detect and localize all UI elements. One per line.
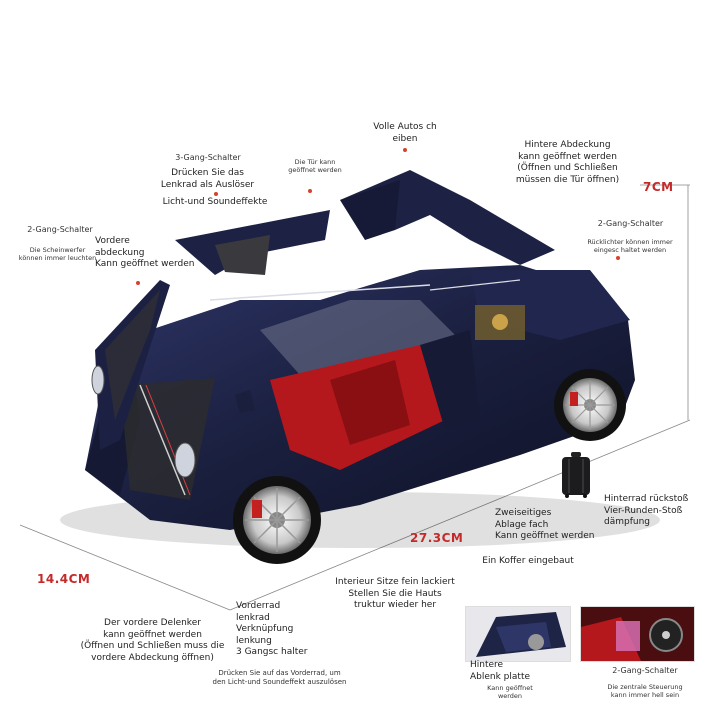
label-storage: Zweiseitiges Ablage fach Kann geöffnet w… bbox=[495, 508, 595, 541]
marker-dot bbox=[403, 148, 407, 152]
length-dimension: 27.3CM bbox=[410, 531, 464, 545]
marker-dot bbox=[136, 281, 140, 285]
label-front-cover: Vordere abdeckung Kann geöffnet werden bbox=[95, 236, 195, 269]
marker-dot bbox=[616, 256, 620, 260]
label-gear2-bottom-desc: Die zentrale Steuerung kann immer hell s… bbox=[607, 683, 683, 699]
label-gear2-left-desc: Die Scheinwerfer können immer leuchten bbox=[18, 246, 97, 262]
inset-center-console bbox=[580, 606, 695, 662]
inset-rear-deflector bbox=[465, 606, 571, 662]
width-dimension: 14.4CM bbox=[37, 572, 91, 586]
label-rear-wheel: Hinterrad rückstoß Vier-Runden-Stoß dämp… bbox=[604, 494, 689, 527]
marker-dot bbox=[308, 189, 312, 193]
label-front-steer: Der vordere Delenker kann geöffnet werde… bbox=[80, 618, 225, 663]
label-rear-deflector-desc: Kann geöffnet werden bbox=[487, 684, 533, 700]
label-gear3-top-title: 3-Gang-Schalter bbox=[175, 153, 241, 162]
label-suitcase: Ein Koffer eingebaut bbox=[482, 556, 574, 566]
label-front-wheel: Vorderrad lenkrad Verknüpfung lenkung 3 … bbox=[236, 601, 308, 657]
suitcase-icon bbox=[562, 452, 590, 498]
label-gear2-right-desc: Rücklichter können immer eingesc haltet … bbox=[587, 238, 673, 254]
label-door-open: Die Tür kann geöffnet werden bbox=[288, 158, 342, 174]
label-gear2-left-title: 2-Gang-Schalter bbox=[27, 225, 93, 234]
label-gear3-top-desc: Drücken Sie das Lenkrad als Auslöser bbox=[160, 168, 255, 190]
label-interior: Interieur Sitze fein lackiert Stellen Si… bbox=[335, 577, 455, 610]
label-gear2-bottom-title: 2-Gang-Schalter bbox=[612, 666, 678, 675]
label-rear-cover: Hintere Abdeckung kann geöffnet werden (… bbox=[515, 140, 620, 185]
label-doors: Volle Autos ch eiben bbox=[373, 122, 437, 144]
label-gear2-right-title: 2-Gang-Schalter bbox=[597, 219, 664, 228]
marker-dot bbox=[214, 192, 218, 196]
label-press-desc: Drücken Sie auf das Vorderrad, um den Li… bbox=[212, 669, 347, 686]
label-rear-deflector: Hintere Ablenk platte bbox=[470, 660, 531, 682]
label-gear3-top-fx: Licht-und Soundeffekte bbox=[162, 197, 268, 207]
height-dimension: 7CM bbox=[643, 180, 674, 194]
